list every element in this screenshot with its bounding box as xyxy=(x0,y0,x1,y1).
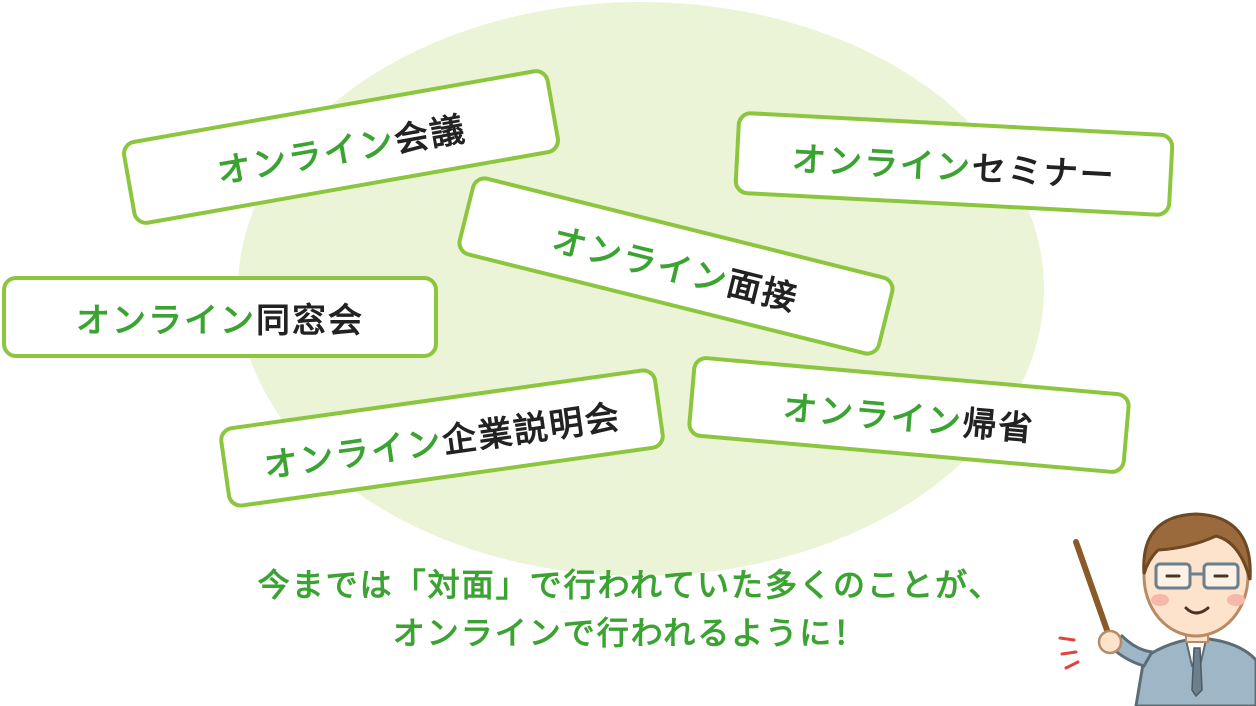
tag-prefix: オンライン xyxy=(261,421,446,487)
teacher-illustration-icon xyxy=(1058,512,1256,706)
tag-online-reunion: オンライン同窓会 xyxy=(2,276,438,358)
tag-suffix: セミナー xyxy=(970,148,1117,196)
caption-line-1: 今までは「対面」で行われていた多くのことが、 xyxy=(257,566,1003,604)
tag-suffix: 企業説明会 xyxy=(439,396,624,462)
tag-suffix: 面接 xyxy=(722,263,803,320)
tag-prefix: オンライン xyxy=(76,300,256,341)
tag-suffix: 会議 xyxy=(391,108,470,161)
tag-suffix: 帰省 xyxy=(960,403,1036,450)
tag-suffix: 同窓会 xyxy=(256,300,364,341)
caption-line-2: オンラインで行われるように！ xyxy=(392,614,868,652)
tag-prefix: オンライン xyxy=(781,387,965,444)
tag-prefix: オンライン xyxy=(790,139,973,189)
tag-prefix: オンライン xyxy=(214,121,399,193)
